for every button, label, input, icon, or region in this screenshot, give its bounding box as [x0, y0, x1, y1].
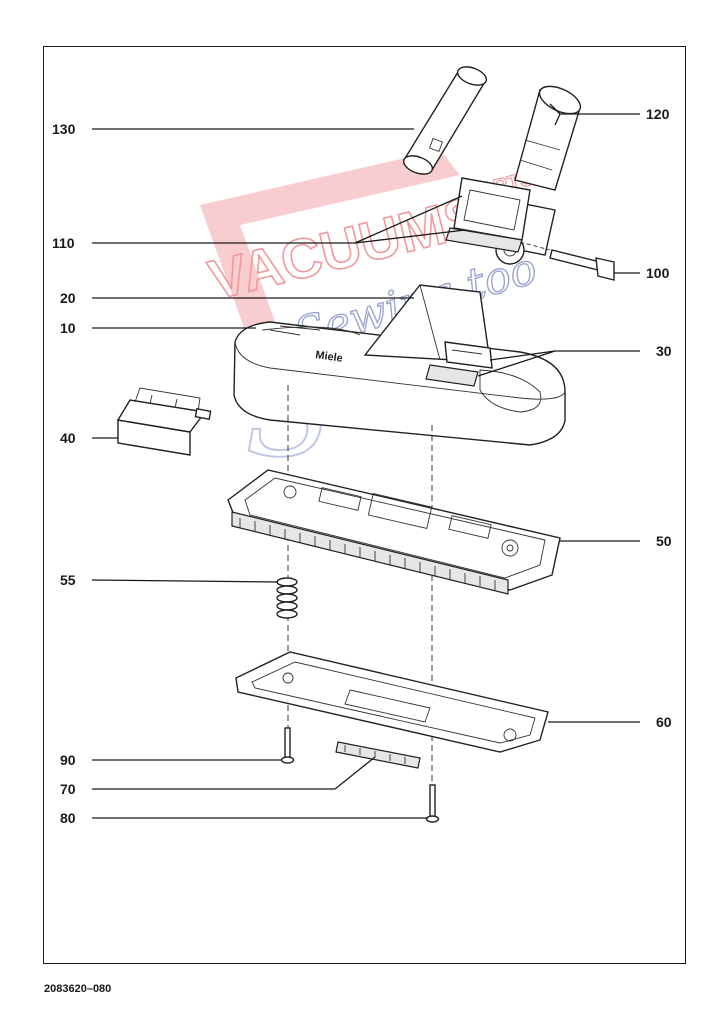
brand-mark: Miele: [315, 349, 344, 365]
callout-90: 90: [60, 752, 76, 768]
callout-80: 80: [60, 810, 76, 826]
part-110-joint-housing: [445, 177, 531, 253]
part-60-base-plate: [235, 651, 549, 753]
callout-30: 30: [656, 343, 672, 359]
callout-120: 120: [646, 106, 670, 122]
callout-20: 20: [60, 290, 76, 306]
part-90-screw: [280, 727, 295, 764]
callout-70: 70: [60, 781, 76, 797]
part-70-strip: [335, 741, 421, 769]
callout-labels: 130 120 110 100 20 10 30 40 50 55 60 90 …: [52, 106, 672, 826]
part-40-holder: [116, 387, 212, 456]
callout-110: 110: [52, 235, 75, 251]
leader-lines: [91, 103, 640, 819]
part-100-pin: [519, 241, 615, 281]
callout-130: 130: [52, 121, 76, 137]
part-130-tube: [402, 66, 488, 175]
callout-50: 50: [656, 533, 672, 549]
part-55-spring: [276, 577, 298, 619]
document-number: 2083620–080: [44, 983, 112, 995]
diagram-frame: [43, 46, 686, 964]
callout-55: 55: [60, 572, 76, 588]
callout-60: 60: [656, 714, 672, 730]
part-30-pedal: [425, 341, 493, 387]
part-50-brush-plate: [227, 469, 561, 595]
callout-100: 100: [646, 265, 670, 281]
callout-10: 10: [60, 320, 76, 336]
part-80-screw: [425, 784, 440, 823]
callout-40: 40: [60, 430, 76, 446]
